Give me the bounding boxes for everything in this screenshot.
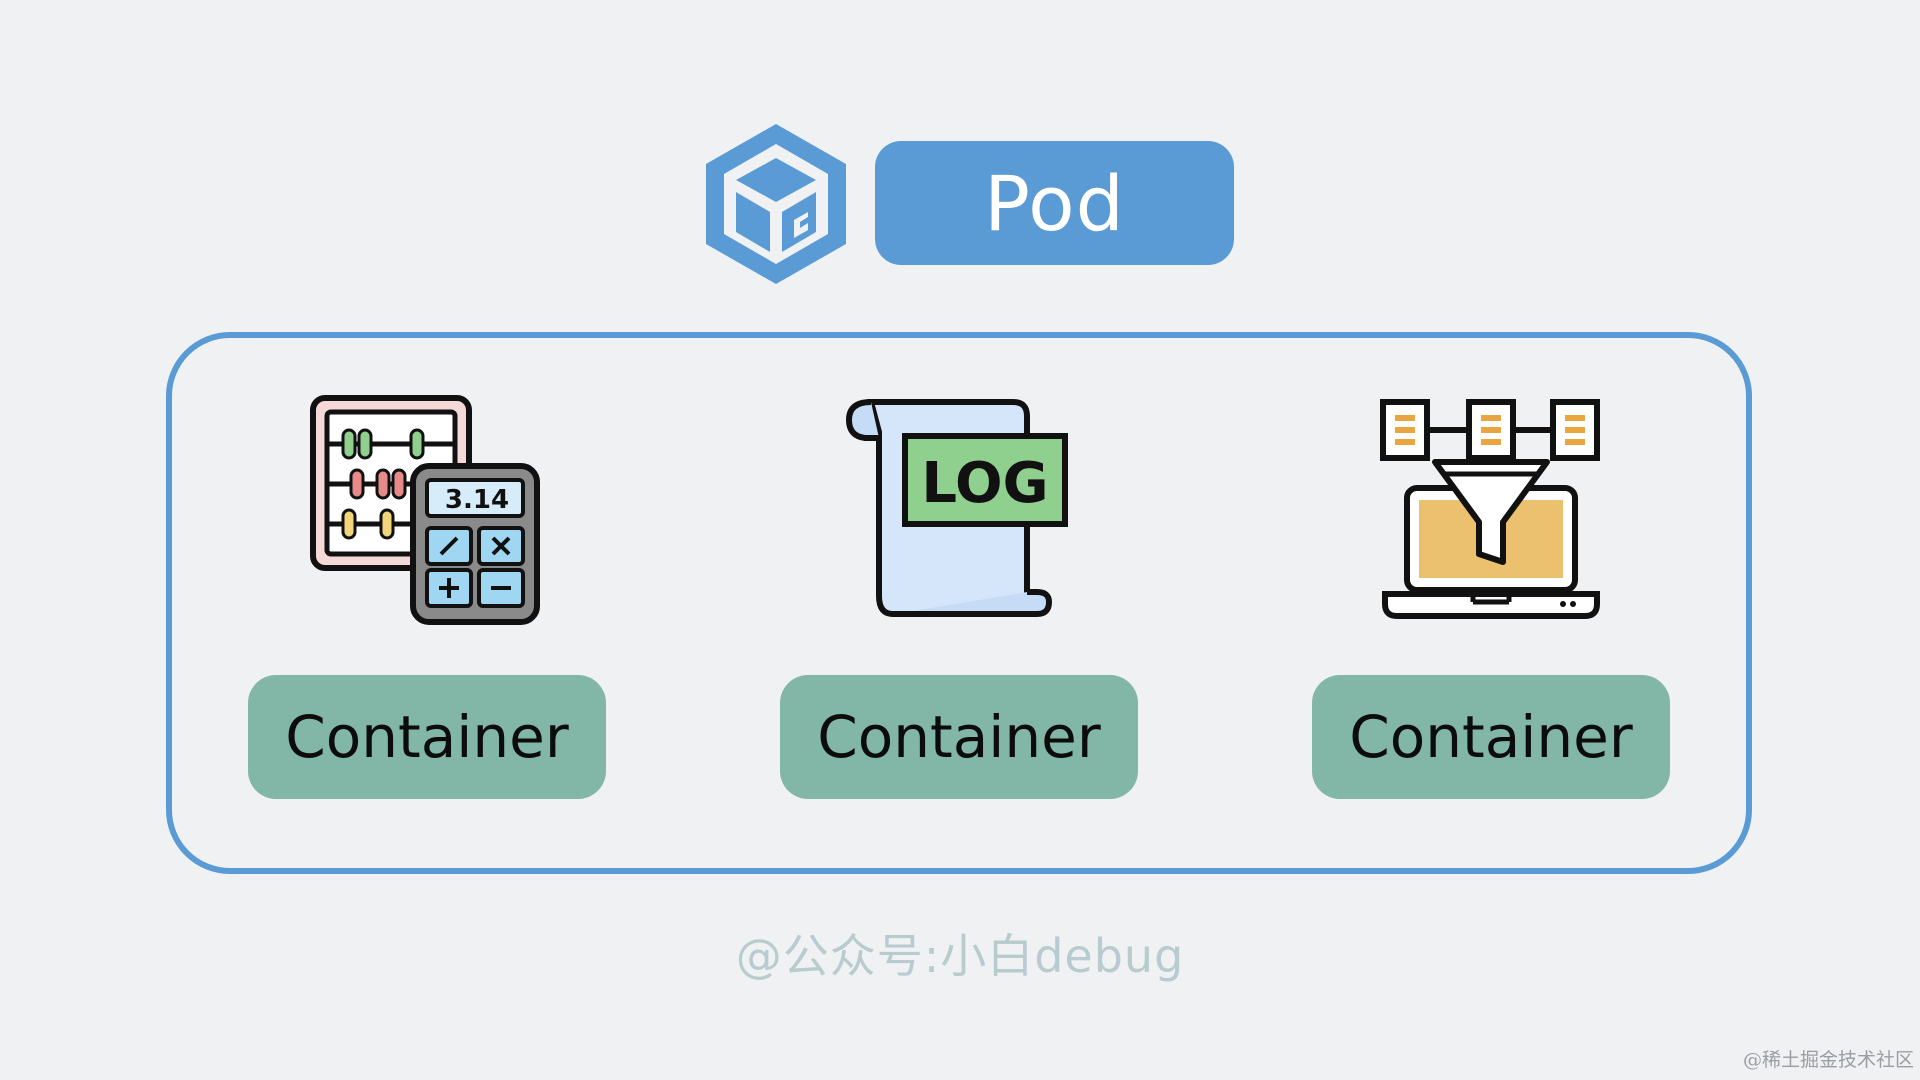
site-credit: @稀土掘金技术社区: [1742, 1049, 1914, 1071]
abacus-calculator-icon: 3.14: [310, 395, 540, 625]
container-label-2: Container: [780, 675, 1138, 799]
container-label-1: Container: [248, 675, 606, 799]
kubernetes-cube-icon: [706, 124, 846, 284]
pod-label: Pod: [875, 141, 1234, 265]
calculator-display: 3.14: [445, 485, 509, 515]
log-document-icon: LOG: [845, 399, 1068, 617]
log-text: LOG: [921, 451, 1048, 516]
data-filter-laptop-icon: [1380, 399, 1600, 619]
watermark-text: @公众号:小白debug: [735, 929, 1185, 983]
container-label-3: Container: [1312, 675, 1670, 799]
